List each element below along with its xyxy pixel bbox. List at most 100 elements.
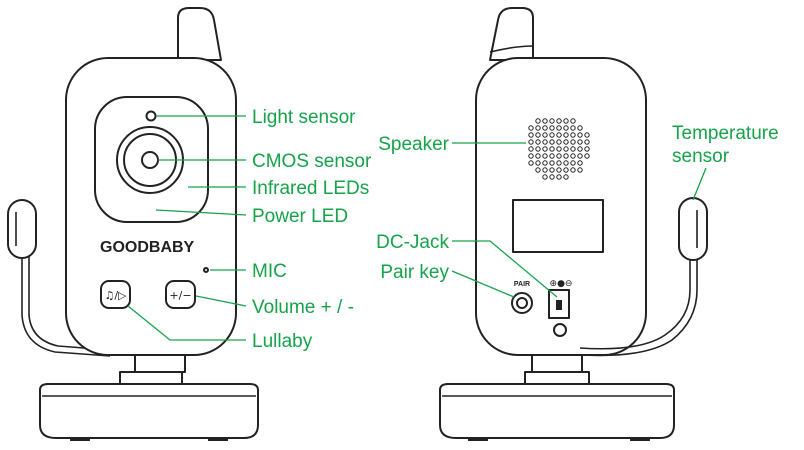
speaker-hole: [577, 139, 583, 145]
speaker-hole: [577, 146, 583, 152]
mic-hole: [203, 267, 209, 273]
speaker-hole: [542, 174, 548, 180]
speaker-hole: [570, 146, 576, 152]
speaker-hole: [570, 139, 576, 145]
speaker-grille: [528, 118, 590, 180]
front-stand-base: [39, 383, 259, 439]
front-view: GOODBABY ♫/▷ +/−: [7, 7, 259, 441]
speaker-hole: [584, 132, 590, 138]
speaker-hole: [584, 139, 590, 145]
label-cmos-sensor: CMOS sensor: [252, 151, 372, 172]
lullaby-button[interactable]: ♫/▷: [100, 280, 131, 309]
speaker-hole: [549, 125, 555, 131]
speaker-hole: [563, 139, 569, 145]
speaker-hole: [570, 153, 576, 159]
dc-marking: ⊕●⊖: [550, 279, 573, 289]
label-speaker: Speaker: [378, 134, 449, 155]
speaker-hole: [528, 153, 534, 159]
speaker-hole: [528, 132, 534, 138]
speaker-hole: [535, 132, 541, 138]
pair-marking: PAIR: [514, 281, 530, 288]
label-light-sensor: Light sensor: [252, 107, 356, 128]
speaker-hole: [570, 167, 576, 173]
speaker-hole: [535, 153, 541, 159]
label-mic: MIC: [252, 261, 287, 282]
back-label-recess: [512, 199, 604, 253]
label-dc-jack: DC-Jack: [376, 232, 449, 253]
speaker-hole: [563, 167, 569, 173]
speaker-hole: [549, 146, 555, 152]
speaker-hole: [542, 118, 548, 124]
speaker-hole: [528, 139, 534, 145]
speaker-hole: [549, 118, 555, 124]
leader-power-led: [155, 209, 247, 216]
speaker-hole: [556, 146, 562, 152]
speaker-hole: [556, 139, 562, 145]
label-lullaby: Lullaby: [252, 331, 313, 352]
speaker-hole: [535, 160, 541, 166]
speaker-hole: [563, 118, 569, 124]
label-temperature-sensor-line1: Temperature: [672, 123, 779, 144]
speaker-hole: [542, 139, 548, 145]
label-infrared-leds: Infrared LEDs: [252, 178, 369, 199]
speaker-hole: [584, 153, 590, 159]
speaker-hole: [549, 132, 555, 138]
front-temperature-probe: [7, 199, 111, 357]
label-pair-key: Pair key: [380, 262, 449, 283]
back-view: PAIR ⊕●⊖: [439, 7, 708, 441]
speaker-hole: [535, 125, 541, 131]
speaker-hole: [556, 118, 562, 124]
speaker-hole: [570, 160, 576, 166]
speaker-hole: [528, 125, 534, 131]
speaker-hole: [563, 174, 569, 180]
leader-temperature-sensor: [692, 167, 707, 201]
speaker-hole: [542, 125, 548, 131]
speaker-hole: [556, 174, 562, 180]
leader-dc-jack: [452, 240, 558, 298]
sensor-port: [553, 323, 567, 337]
leader-volume: [195, 295, 247, 307]
lullaby-button-icon: ♫/▷: [104, 289, 127, 302]
speaker-hole: [577, 132, 583, 138]
volume-button-icon: +/−: [169, 289, 191, 302]
speaker-hole: [542, 132, 548, 138]
speaker-hole: [563, 160, 569, 166]
speaker-hole: [556, 153, 562, 159]
speaker-hole: [556, 160, 562, 166]
speaker-hole: [549, 160, 555, 166]
speaker-hole: [535, 146, 541, 152]
speaker-hole: [577, 160, 583, 166]
callout-labels: Light sensor CMOS sensor Infrared LEDs P…: [252, 107, 779, 352]
speaker-hole: [563, 125, 569, 131]
speaker-hole: [556, 167, 562, 173]
speaker-hole: [542, 167, 548, 173]
speaker-hole: [549, 153, 555, 159]
speaker-hole: [542, 160, 548, 166]
speaker-hole: [556, 125, 562, 131]
dc-jack[interactable]: [548, 289, 570, 319]
speaker-hole: [563, 132, 569, 138]
speaker-hole: [563, 153, 569, 159]
volume-button[interactable]: +/−: [165, 280, 196, 309]
callout-lines: [127, 115, 707, 341]
speaker-hole: [535, 167, 541, 173]
pair-key[interactable]: [511, 292, 533, 314]
speaker-hole: [556, 132, 562, 138]
speaker-hole: [535, 118, 541, 124]
back-stand-base: [439, 383, 675, 439]
speaker-hole: [570, 118, 576, 124]
speaker-hole: [577, 125, 583, 131]
speaker-hole: [535, 139, 541, 145]
speaker-hole: [577, 153, 583, 159]
speaker-hole: [528, 146, 534, 152]
speaker-hole: [563, 146, 569, 152]
speaker-hole: [542, 146, 548, 152]
light-sensor-dot: [145, 110, 157, 122]
back-temperature-probe: [579, 197, 708, 357]
speaker-hole: [570, 125, 576, 131]
speaker-hole: [549, 139, 555, 145]
speaker-hole: [570, 132, 576, 138]
speaker-hole: [528, 160, 534, 166]
back-antenna: [489, 7, 534, 61]
